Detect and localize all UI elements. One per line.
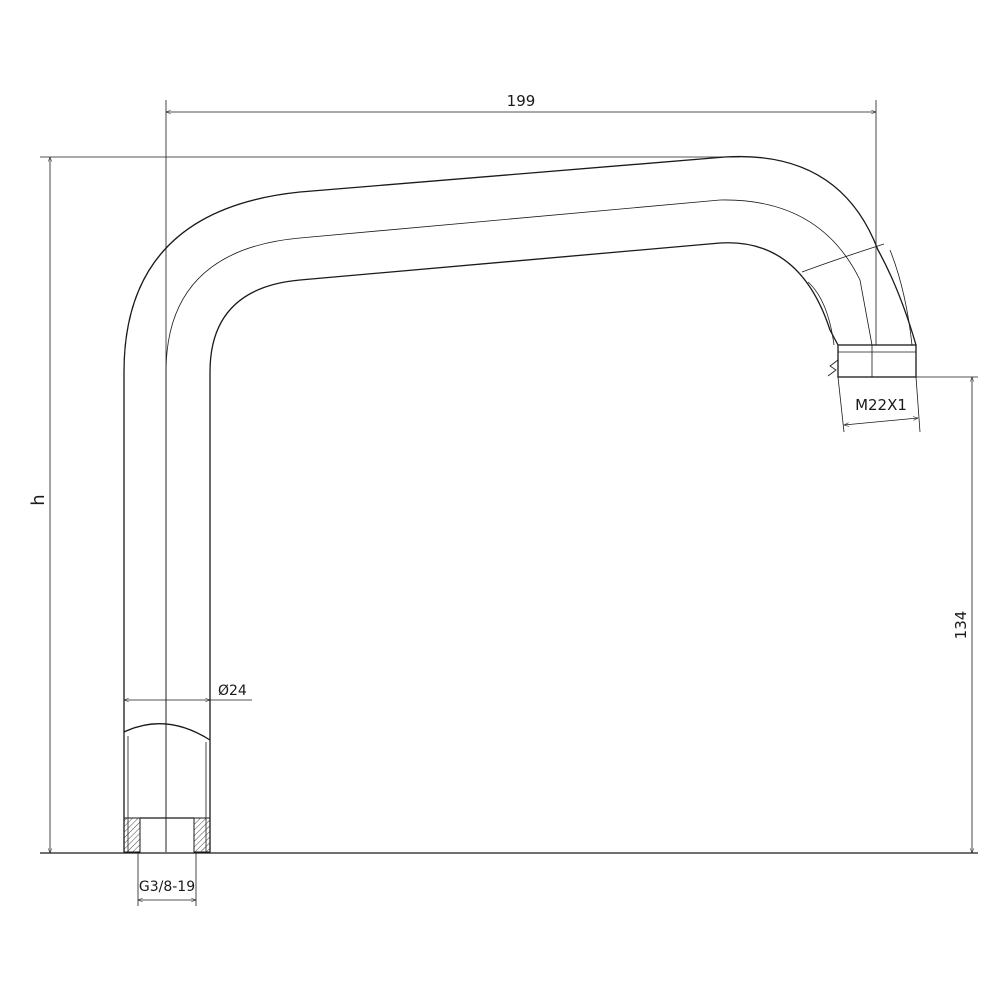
dimension-height: h xyxy=(28,156,740,854)
inlet-thread-label: G3/8-19 xyxy=(139,879,195,895)
height-label: h xyxy=(28,494,49,505)
dimension-outlet-height: 134 xyxy=(916,376,978,854)
dimension-outlet-thread: M22X1 xyxy=(837,376,921,433)
dimension-width: 199 xyxy=(165,92,877,852)
tube-diameter-label: Ø24 xyxy=(218,683,247,699)
spout-outline xyxy=(123,155,917,852)
dimension-inlet-thread: G3/8-19 xyxy=(137,853,197,906)
dimension-tube-diameter: Ø24 xyxy=(123,683,252,703)
width-label: 199 xyxy=(507,92,536,110)
outlet-thread-label: M22X1 xyxy=(855,396,907,414)
outlet-aerator xyxy=(827,344,917,378)
inlet-connector xyxy=(123,723,211,853)
outlet-height-label: 134 xyxy=(952,611,970,640)
